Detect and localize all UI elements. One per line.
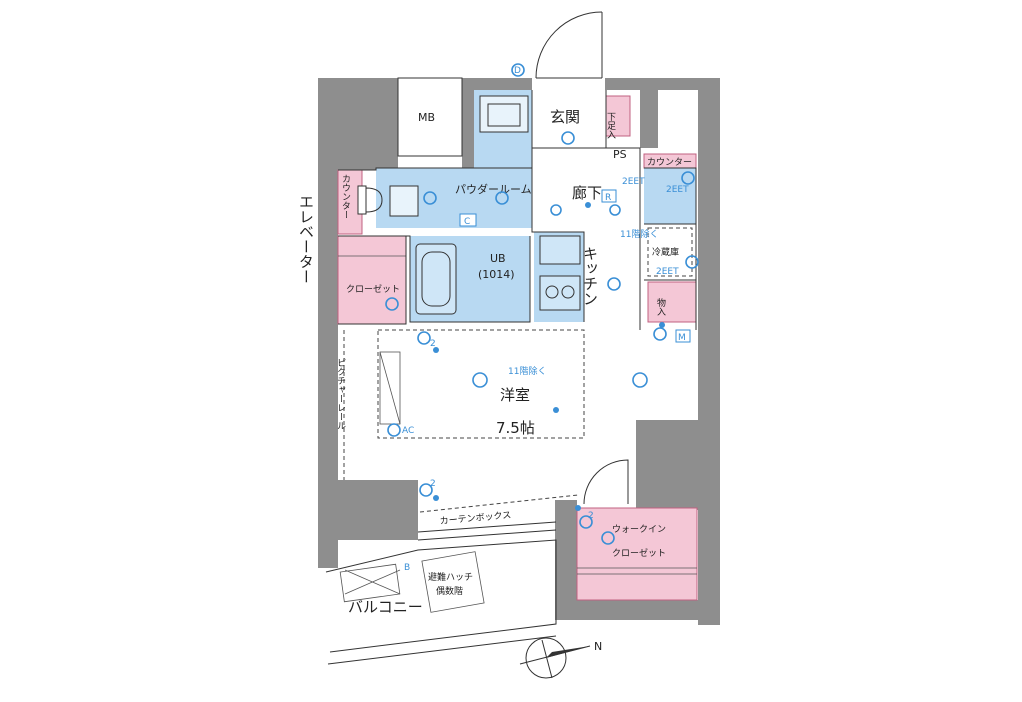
twoeet-label-1: 2EET	[622, 177, 645, 187]
partitions	[338, 90, 697, 330]
bathtub	[415, 243, 457, 315]
eleven-floor-label-2: 11階除く	[620, 228, 658, 240]
monoire	[647, 281, 697, 323]
compass-icon: N	[519, 637, 602, 679]
mb-room	[397, 77, 463, 157]
youshitsu-label: 洋室	[500, 386, 530, 404]
ub-size-label: (1014)	[478, 268, 515, 281]
curtain-box-label: カーテンボックス	[439, 510, 511, 527]
sink	[539, 235, 581, 265]
closet-label: クローゼット	[346, 283, 400, 295]
marker-two-1: 2	[430, 339, 436, 349]
twoeet-label-3: 2EET	[656, 267, 679, 277]
ac-outdoor-unit	[339, 563, 401, 603]
walkin-label-2: クローゼット	[612, 547, 666, 559]
walkin-door	[583, 459, 629, 505]
elevator-label: エレベーター	[297, 194, 315, 284]
getabako-label: 下足入	[605, 112, 616, 139]
marker-d: D	[514, 66, 521, 76]
washer	[479, 95, 529, 133]
twoeet-label-2: 2EET	[666, 185, 689, 195]
closet	[337, 235, 407, 325]
youshitsu-size-label: 7.5帖	[496, 419, 535, 437]
marker-ac: AC	[402, 426, 414, 436]
kitchen-label: キッチン	[581, 246, 599, 306]
mb-label: MB	[418, 111, 435, 124]
marker-c: C	[464, 217, 470, 227]
reizouko-label: 冷蔵庫	[652, 246, 679, 258]
stove	[539, 275, 581, 311]
marker-r: R	[605, 193, 611, 203]
ps-label: PS	[613, 148, 627, 161]
hatch-label-1: 避難ハッチ	[428, 571, 473, 583]
balcony-window	[417, 521, 557, 541]
fridge-space	[647, 227, 693, 277]
marker-m-box	[675, 329, 691, 343]
picture-rail-label: ピクチャーレール	[335, 358, 346, 430]
walkin-label-1: ウォークイン	[612, 524, 666, 535]
outlets	[385, 63, 699, 545]
toilet	[365, 187, 383, 213]
youshitsu-dashed	[377, 329, 585, 439]
north-label: N	[594, 640, 602, 653]
marker-two-3: 2	[588, 511, 594, 521]
eleven-floor-label-1: 11階除く	[508, 365, 546, 377]
marker-c-box	[459, 213, 477, 227]
counter-right-label: カウンター	[647, 157, 692, 168]
balcony-outline	[325, 539, 557, 653]
hatch-label-2: 偶数階	[436, 585, 463, 597]
vanity	[389, 185, 419, 217]
marker-two-2: 2	[430, 479, 436, 489]
getabako	[605, 95, 631, 137]
walls	[318, 78, 720, 625]
counter-left-label: カウンター	[340, 174, 351, 219]
powder-room-label: パウダールーム	[455, 182, 532, 196]
hatch	[421, 551, 485, 613]
balcony-label: バルコニー	[348, 598, 423, 616]
walkin-closet	[576, 507, 698, 601]
marker-m: M	[678, 333, 686, 343]
entrance-door	[535, 11, 603, 79]
marker-b: B	[404, 563, 410, 573]
curtain-region	[379, 351, 401, 425]
rouka-label: 廊下	[572, 184, 602, 202]
genkan-label: 玄関	[550, 108, 580, 126]
marker-r-box	[601, 189, 617, 203]
monoire-label: 物入	[655, 297, 666, 316]
ub-label: UB	[490, 252, 506, 265]
